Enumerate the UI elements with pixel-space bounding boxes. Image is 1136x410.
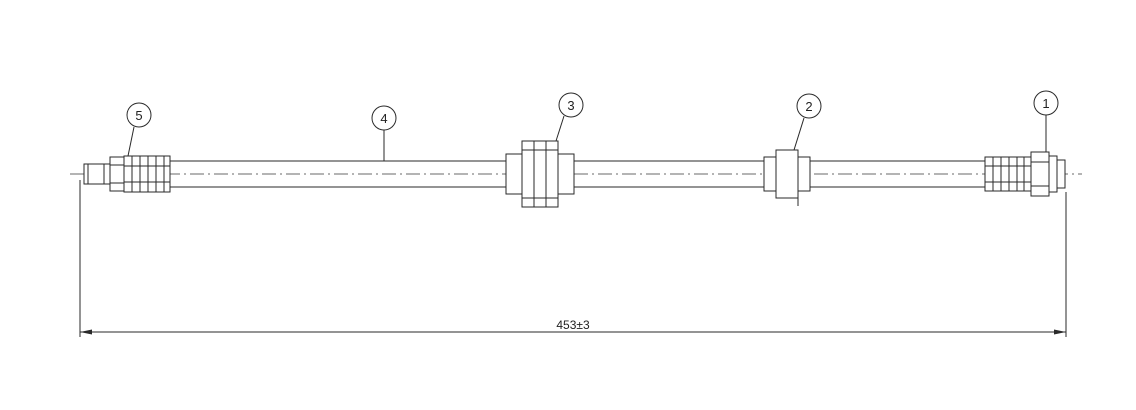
balloon-1-label: 1 xyxy=(1042,96,1049,111)
protective-sleeve xyxy=(763,149,811,206)
balloon-2: 2 xyxy=(793,93,822,151)
right-end-fitting xyxy=(984,151,1066,197)
balloon-4-label: 4 xyxy=(380,111,387,126)
balloon-5-label: 5 xyxy=(135,108,142,123)
overall-length-value: 453±3 xyxy=(556,318,590,332)
balloon-5: 5 xyxy=(126,102,152,157)
balloon-2-label: 2 xyxy=(805,99,812,114)
overall-length-dimension: 453±3 xyxy=(79,180,1067,337)
balloon-3: 3 xyxy=(555,92,584,142)
balloon-4: 4 xyxy=(371,105,397,161)
balloon-1: 1 xyxy=(1033,90,1059,152)
balloon-3-label: 3 xyxy=(567,98,574,113)
mounting-grommet xyxy=(505,140,575,208)
left-end-fitting xyxy=(83,155,171,193)
hose-tube xyxy=(170,160,985,188)
